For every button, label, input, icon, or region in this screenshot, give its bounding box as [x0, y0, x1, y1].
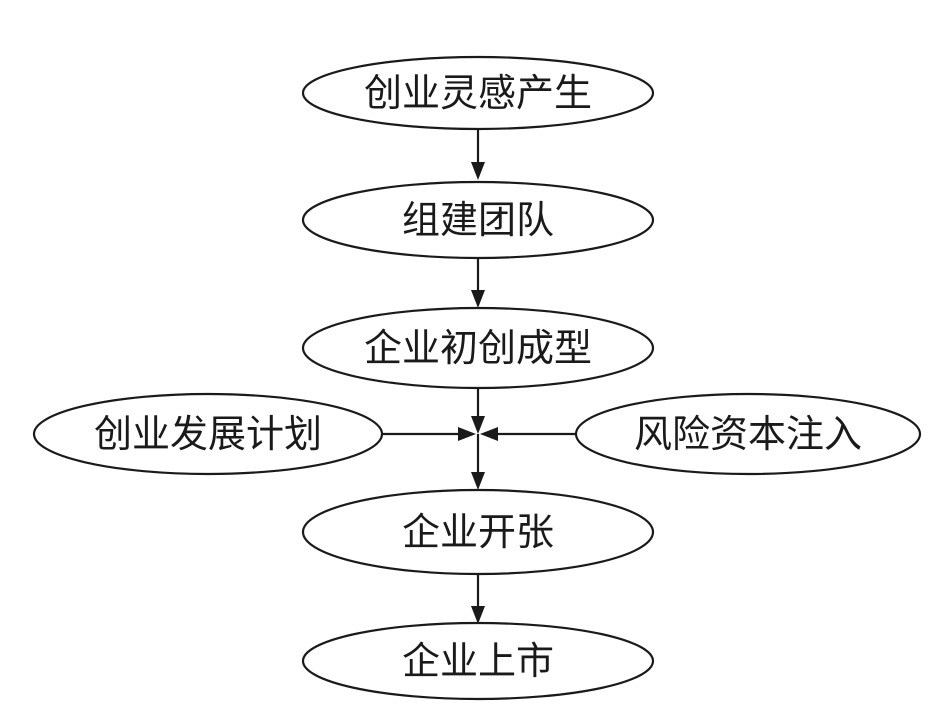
node-idea: 创业灵感产生: [301, 55, 655, 131]
edge-plan-to-expand: [382, 427, 476, 441]
node-label-vc: 风险资本注入: [634, 412, 862, 456]
edges-layer: [382, 129, 576, 624]
edge-expand-to-ipo: [471, 574, 485, 624]
node-label-ipo: 企业上市: [402, 639, 554, 683]
node-expand: 企业开张: [301, 488, 655, 576]
node-label-plan: 创业发展计划: [94, 412, 322, 456]
node-team: 组建团队: [301, 180, 655, 260]
node-label-team: 组建团队: [402, 198, 554, 242]
node-label-idea: 创业灵感产生: [364, 71, 592, 115]
node-plan: 创业发展计划: [32, 392, 384, 476]
nodes-layer: 创业灵感产生 组建团队 企业初创成型 创业发展计划 风险资本注入 企业开张 企业…: [32, 55, 922, 701]
node-label-startup: 企业初创成型: [364, 326, 592, 370]
edge-startup-to-expand: [471, 388, 485, 490]
node-label-expand: 企业开张: [402, 510, 554, 554]
edge-vc-to-expand: [480, 427, 576, 441]
edge-idea-to-team: [471, 129, 485, 180]
node-startup: 企业初创成型: [301, 306, 655, 390]
edge-team-to-startup: [471, 258, 485, 308]
node-ipo: 企业上市: [301, 621, 655, 701]
node-vc: 风险资本注入: [574, 392, 922, 476]
